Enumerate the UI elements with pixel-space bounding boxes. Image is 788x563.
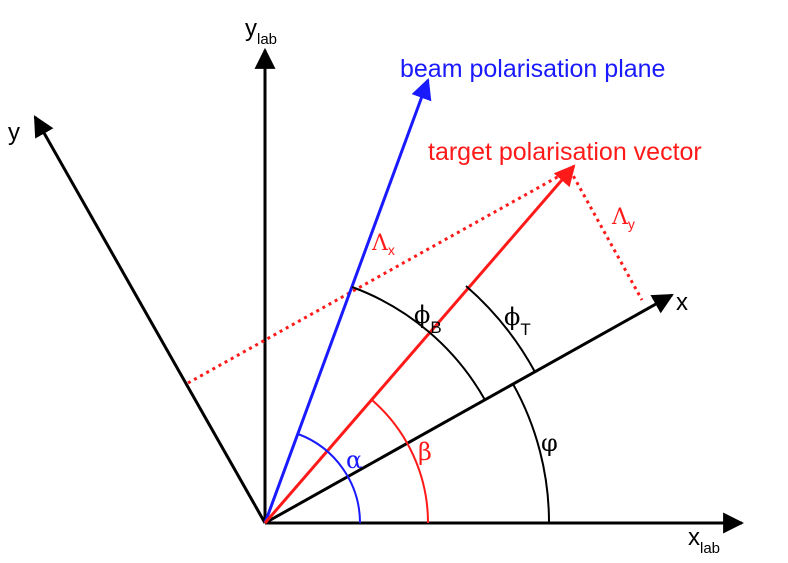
x-axis xyxy=(264,293,674,525)
alpha-label: α xyxy=(346,446,362,474)
target-polarisation-vector-label: target polarisation vector xyxy=(428,138,702,166)
target-polarisation-vector xyxy=(263,164,576,524)
lambda-x-projection xyxy=(187,168,571,385)
y-label: y xyxy=(8,119,20,146)
lambda-y-projection xyxy=(568,169,644,301)
lambda-y-label: Λy xyxy=(611,205,635,232)
varphi-arc xyxy=(512,383,551,524)
varphi-label: φ xyxy=(541,429,558,457)
lambda-x-label: Λx xyxy=(371,231,395,258)
beta-label: β xyxy=(418,438,432,466)
phi-b-label: ϕB xyxy=(414,301,442,337)
phi-t-label: ϕT xyxy=(504,303,531,339)
y-lab-label: ylab xyxy=(245,15,277,48)
alpha-arc xyxy=(297,433,361,524)
beta-arc xyxy=(371,399,429,524)
y-axis xyxy=(33,115,267,524)
x-label: x xyxy=(676,289,688,316)
beam-polarisation-plane-label: beam polarisation plane xyxy=(400,55,665,83)
beam-polarisation-line xyxy=(263,78,432,524)
phi-t-arc xyxy=(465,285,536,373)
phi-b-arc xyxy=(351,286,486,401)
x-lab-label: xlab xyxy=(688,524,720,557)
